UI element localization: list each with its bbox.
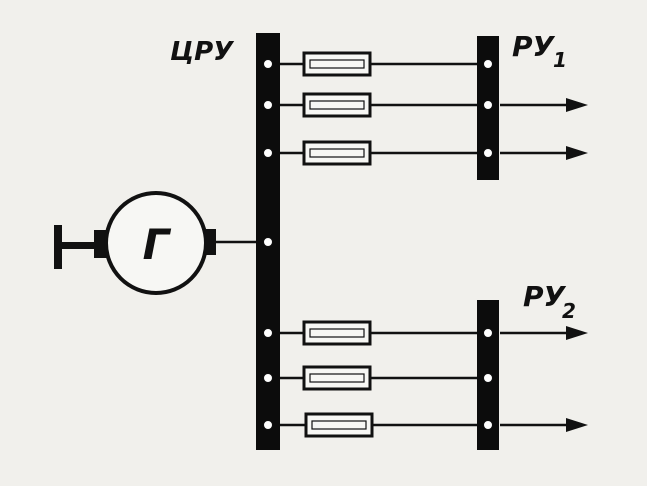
arrow-icon: [566, 418, 588, 432]
generator-terminal: [204, 229, 216, 255]
central-bus-label: ЦРУ: [170, 37, 235, 67]
fuse: [302, 365, 372, 391]
distribution-bus-1-label: РУ: [512, 30, 556, 63]
fuse: [302, 51, 372, 77]
fuse: [304, 412, 374, 438]
distribution-bus-2-subscript: 2: [562, 299, 576, 323]
outgoing-lines: [500, 98, 588, 432]
generator-label: Г: [143, 220, 172, 269]
central-bus: [256, 33, 280, 450]
distribution-bus-1-subscript: 1: [553, 48, 567, 72]
arrow-icon: [566, 98, 588, 112]
distribution-bus-2: [477, 300, 499, 450]
generator-mount: [54, 225, 108, 269]
arrow-icon: [566, 326, 588, 340]
generator: Г: [104, 191, 208, 295]
fuse: [302, 92, 372, 118]
distribution-bus-1: [477, 36, 499, 180]
arrow-icon: [566, 146, 588, 160]
fuse: [302, 140, 372, 166]
fuse: [302, 320, 372, 346]
distribution-bus-2-label: РУ: [523, 280, 567, 313]
fuses: [302, 51, 374, 438]
